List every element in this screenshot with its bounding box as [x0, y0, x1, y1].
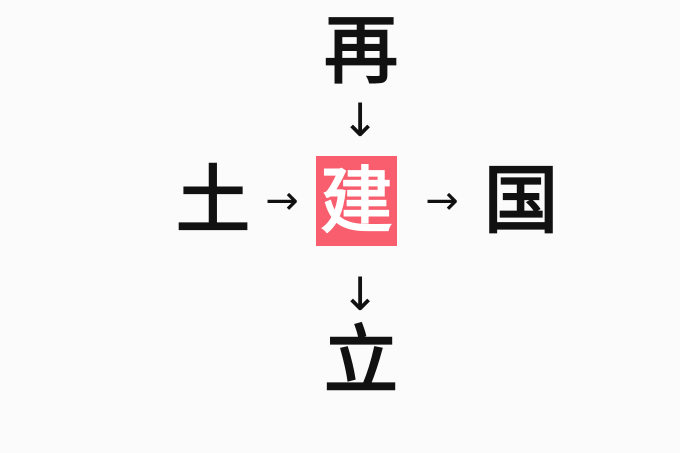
kanji-character-top: 再	[324, 8, 398, 94]
kanji-character-left: 土	[176, 158, 250, 244]
arrow-right-center-icon: →	[425, 178, 459, 224]
kanji-node-top: 再	[320, 10, 402, 92]
kanji-node-left: 土	[172, 160, 254, 242]
kanji-character-bottom: 立	[324, 318, 398, 404]
arrow-down-bottom-icon: ↓	[340, 267, 380, 321]
kanji-node-right: 国	[480, 160, 562, 242]
kanji-character-center: 建	[320, 159, 393, 243]
arrow-down-top-icon: ↓	[340, 93, 380, 147]
arrow-right-left-icon: →	[265, 178, 299, 224]
kanji-node-center-highlight: 建	[316, 156, 397, 246]
kanji-character-right: 国	[484, 158, 558, 244]
kanji-node-bottom: 立	[320, 320, 402, 402]
